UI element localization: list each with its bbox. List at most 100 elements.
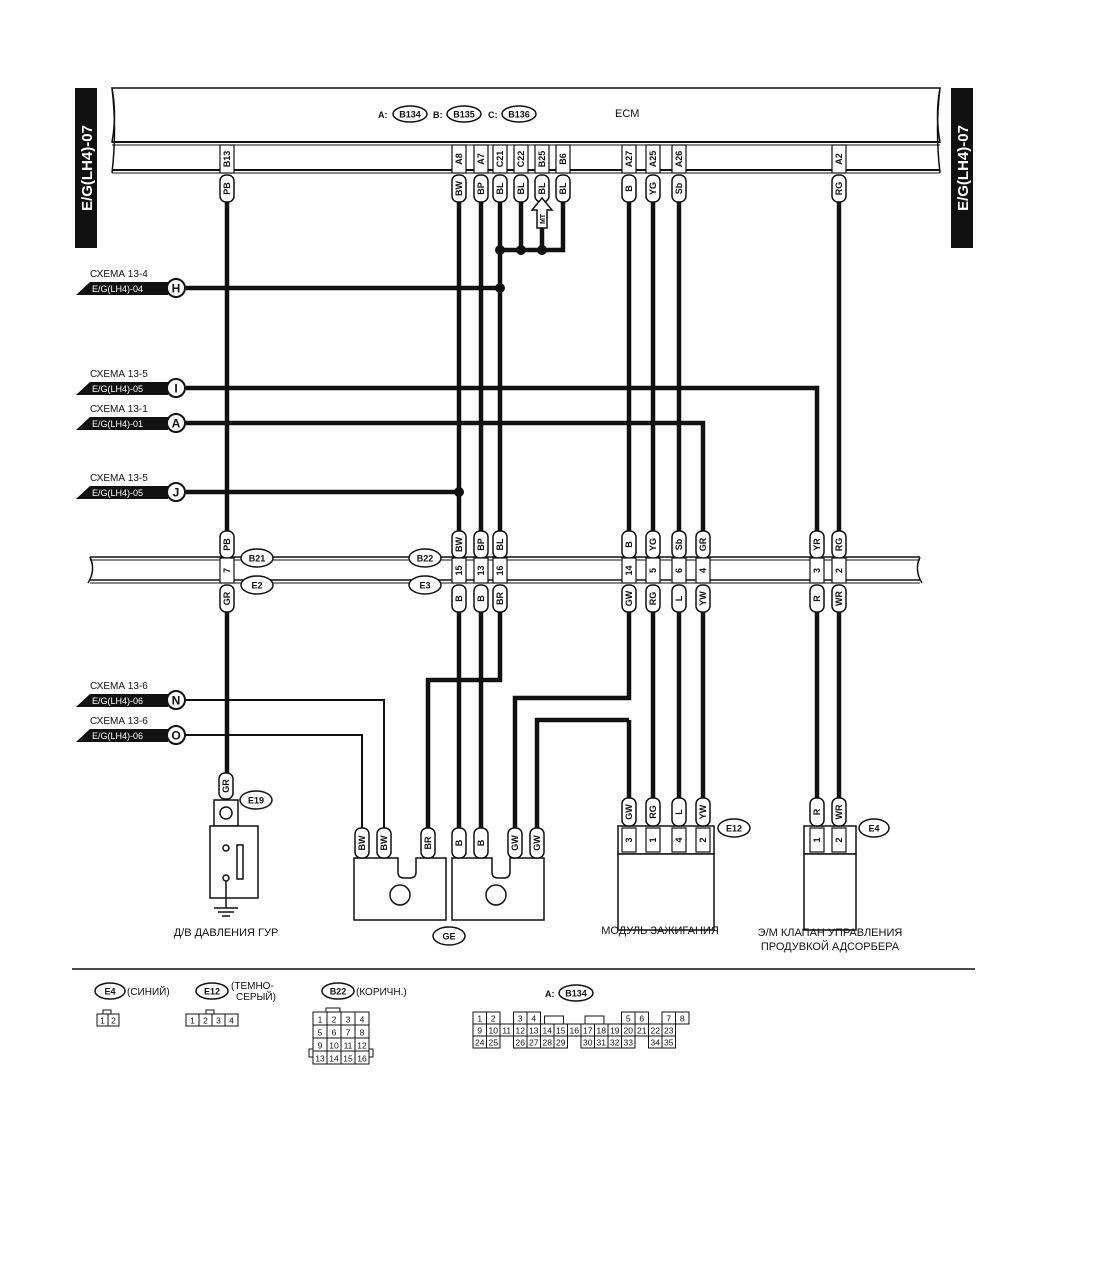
harness-top-color-9-label: RG [834, 538, 844, 552]
reference-letter-circle [166, 413, 186, 433]
legend-b134-pin-label: 23 [664, 1026, 674, 1036]
ge-wire-5-label: GW [510, 835, 520, 851]
legend-b134-prefix: A: [545, 989, 555, 999]
e4-wire-0-label: R [812, 808, 822, 815]
legend-e12-latch [205, 1009, 215, 1015]
ecm-pin-c21-label: C21 [495, 151, 505, 168]
legend-b22-pin-label: 9 [318, 1041, 323, 1051]
reference-letter: N [172, 694, 181, 708]
junction-dot [495, 245, 505, 255]
legend-b134-pin: 12 [513, 1023, 528, 1037]
legend-e12-pin: 1 [185, 1013, 200, 1027]
harness-bottom-color-7: YW [695, 584, 711, 613]
reference-scheme: СХЕМА 13-4 [90, 269, 148, 280]
reference-sheet: E/G(LH4)-06 [92, 731, 143, 741]
ecm-wire-color-4: BL [513, 174, 529, 203]
harness-pin-2-label: 2 [834, 568, 844, 573]
legend-e12-pin-label: 3 [216, 1016, 221, 1026]
e12-wire-0: GW [621, 797, 637, 827]
legend-b134-pin-label: 12 [516, 1026, 526, 1036]
legend-b22-tab [308, 1048, 314, 1058]
legend-b22-pin-label: 4 [360, 1015, 365, 1025]
legend-b22-pin-label: 16 [357, 1054, 367, 1064]
harness-top-color-0: PB [219, 530, 235, 559]
harness-pin-5-label: 5 [648, 568, 658, 573]
legend-b134-pin-label: 15 [556, 1026, 566, 1036]
harness-top-color-3-label: BL [495, 538, 505, 550]
ecm-wire-color-9-label: Sb [674, 182, 684, 194]
legend-b134-latch [544, 1015, 564, 1024]
harness-pin-3: 3 [809, 557, 825, 584]
e19-connector-id: E19 [248, 796, 264, 806]
ge-wire-3: B [451, 827, 467, 859]
legend-b134-pin-label: 1 [477, 1014, 482, 1024]
legend-b22-pin-label: 3 [346, 1015, 351, 1025]
harness-bottom-color-9-label: WR [834, 591, 844, 606]
ecm-wire-color-5-label: BL [537, 182, 547, 194]
ecm-wire-color-10-label: RG [834, 182, 844, 196]
harness-top-color-7-label: GR [698, 537, 708, 551]
purge-label-1: Э/М КЛАПАН УПРАВЛЕНИЯ [758, 927, 903, 939]
right-sheet-label: E/G(LH4)-07 [951, 88, 973, 248]
legend-b134-pin: 18 [594, 1023, 609, 1037]
ecm-wire-color-8: YG [645, 174, 661, 203]
legend-b134-pin-label: 5 [626, 1014, 631, 1024]
ecm-pin-a8-label: A8 [454, 153, 464, 165]
legend-b22-pin: 14 [326, 1050, 342, 1065]
ecm-pins: B13PBA8BWA7BPC21BLC22BLB25BLB6BLA27BA25Y… [219, 144, 847, 203]
ecm-pin-a8: A8 [451, 144, 467, 174]
harness-bottom-color-2: B [473, 584, 489, 613]
harness-conn-b22-label: B22 [417, 554, 434, 564]
ecm-pin-a27: A27 [621, 144, 637, 174]
legend-b134-pin-label: 20 [624, 1026, 634, 1036]
e12-wire-1-label: RG [648, 805, 658, 819]
legend-b134-pin: 11 [499, 1023, 514, 1037]
ge-wire-2: BR [420, 827, 436, 859]
legend-b22-pin: 2 [326, 1011, 342, 1026]
harness-pin-14: 14 [621, 557, 637, 584]
ecm-pin-a26: A26 [671, 144, 687, 174]
ge-wire-0: BW [354, 827, 370, 859]
reference-letter: H [172, 282, 181, 296]
legend-b134-pin-label: 10 [489, 1026, 499, 1036]
reference-letter-circle [166, 690, 186, 710]
legend-b134-pin: 24 [472, 1035, 487, 1049]
ecm-wire-color-0-label: PB [222, 182, 232, 195]
reference-sheet: E/G(LH4)-06 [92, 696, 143, 706]
ground-icon [214, 907, 238, 917]
legend-b134-pin: 9 [472, 1023, 487, 1037]
legend-e12-pin-label: 4 [229, 1016, 234, 1026]
legend-b134-pin: 6 [634, 1011, 649, 1025]
ecm-conn-id-a: B134 [399, 110, 421, 120]
reference-letter: I [174, 382, 177, 396]
legend-b22-pin: 11 [340, 1037, 356, 1052]
wire-gw-2 [534, 717, 629, 830]
legend-b134-pin: 30 [580, 1035, 595, 1049]
e4-wire-1: WR [831, 797, 847, 827]
legend-e12-desc2: СЕРЫЙ) [236, 990, 276, 1003]
harness-conn-e2-label: E2 [251, 581, 262, 591]
reference-letter: O [171, 729, 180, 743]
legend-e12-pin: 2 [198, 1013, 213, 1027]
harness-top-color-6: Sb [671, 530, 687, 559]
harness-pins: PB7GRBW15BBP13BBL16BRB14GWYG5RGSb6LGR4YW… [219, 530, 847, 613]
legend-b134-pin-label: 7 [666, 1014, 671, 1024]
harness-pin-2: 2 [831, 557, 847, 584]
reference-letter: A [172, 417, 181, 431]
legend-b22-pin: 13 [312, 1050, 328, 1065]
legend-e12-pin: 4 [224, 1013, 239, 1027]
ecm-wire-color-7-label: B [624, 185, 634, 192]
reference-scheme: СХЕМА 13-5 [90, 473, 148, 484]
legend-b22-pin-label: 10 [329, 1041, 339, 1051]
harness-pin-6-label: 6 [674, 568, 684, 573]
reference-scheme: СХЕМА 13-6 [90, 716, 148, 727]
legend-b22-latch [325, 1007, 341, 1013]
legend-e4-desc: (СИНИЙ) [127, 985, 170, 998]
ecm-wire-color-2-label: BP [476, 182, 486, 195]
wire-ref-n [186, 699, 385, 830]
reference-sheet: E/G(LH4)-05 [92, 488, 143, 498]
